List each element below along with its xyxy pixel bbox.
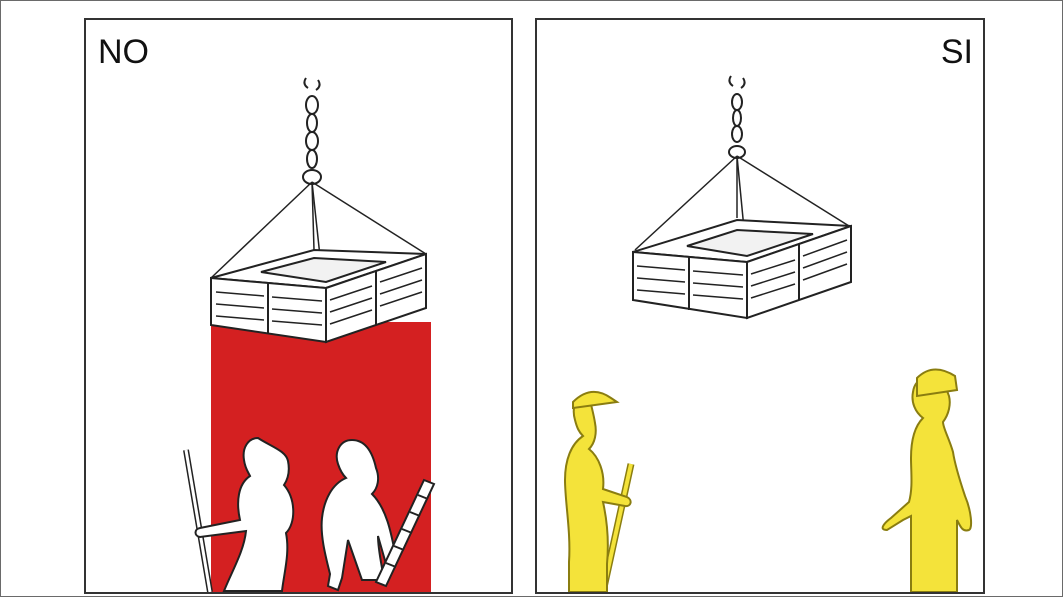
suspended-load-icon xyxy=(633,220,851,318)
panel-no: NO xyxy=(84,18,513,594)
panel-si-drawing xyxy=(537,20,983,592)
panel-label-no: NO xyxy=(98,32,149,72)
worker-left-icon xyxy=(565,392,631,592)
worker-right-icon xyxy=(883,369,971,592)
panel-no-drawing xyxy=(86,20,511,592)
hook-chain-icon xyxy=(303,78,321,184)
hook-chain-icon xyxy=(729,76,745,158)
panel-label-si: SI xyxy=(941,32,973,72)
panel-si: SI xyxy=(535,18,985,594)
